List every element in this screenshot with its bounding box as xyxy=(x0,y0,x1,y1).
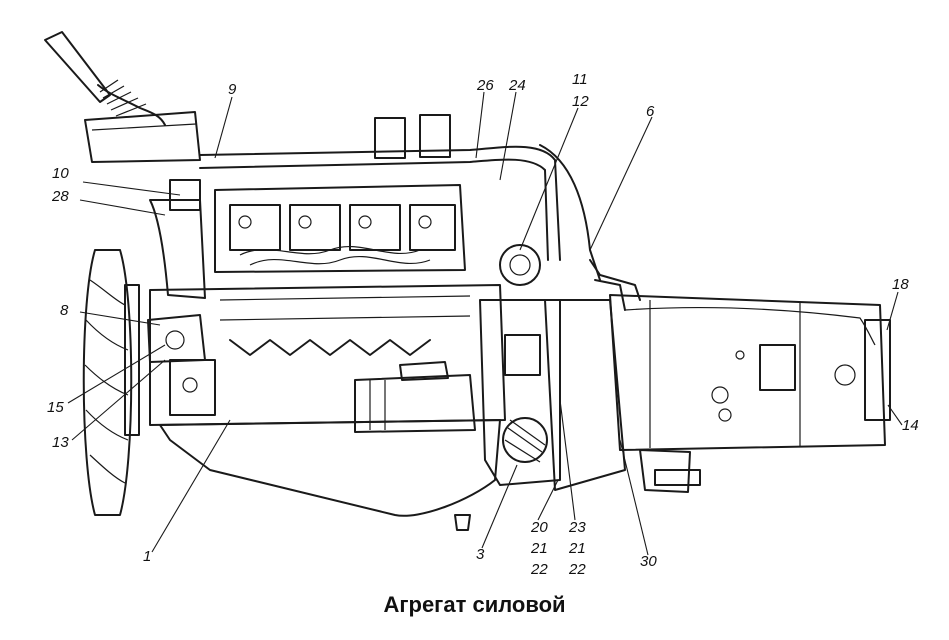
gear-lever xyxy=(44,31,201,163)
engine-block xyxy=(149,284,506,531)
callout-20: 20 xyxy=(531,519,548,536)
callout-11: 11 xyxy=(572,71,588,88)
transmission-pipe xyxy=(589,259,641,311)
diagram-caption: Агрегат силовой xyxy=(383,592,566,617)
callout-8: 8 xyxy=(60,302,69,319)
callout-18: 18 xyxy=(892,276,909,293)
air-duct xyxy=(199,114,601,281)
clutch-housing xyxy=(479,244,626,491)
callout-12: 12 xyxy=(572,93,589,110)
callout-30: 30 xyxy=(640,553,657,570)
cooling-fan xyxy=(82,249,140,516)
starter-motor xyxy=(354,361,476,433)
callout-21-left: 21 xyxy=(531,540,548,557)
leader-lines xyxy=(67,91,903,556)
callout-1: 1 xyxy=(143,548,152,565)
callout-23: 23 xyxy=(569,519,586,536)
callout-22-left: 22 xyxy=(531,561,548,578)
callout-28: 28 xyxy=(52,188,69,205)
callout-14: 14 xyxy=(902,417,919,434)
callout-26: 26 xyxy=(477,77,494,94)
callout-15: 15 xyxy=(47,399,64,416)
callout-6: 6 xyxy=(646,103,655,120)
front-cover xyxy=(147,179,206,363)
callout-22-right: 22 xyxy=(569,561,586,578)
cylinder-heads xyxy=(214,184,466,273)
callout-21-right: 21 xyxy=(569,540,586,557)
callout-10: 10 xyxy=(52,165,69,182)
callout-3: 3 xyxy=(476,546,485,563)
callout-24: 24 xyxy=(509,77,526,94)
gearbox xyxy=(609,294,891,493)
callout-9: 9 xyxy=(228,81,237,98)
callout-13: 13 xyxy=(52,434,69,451)
